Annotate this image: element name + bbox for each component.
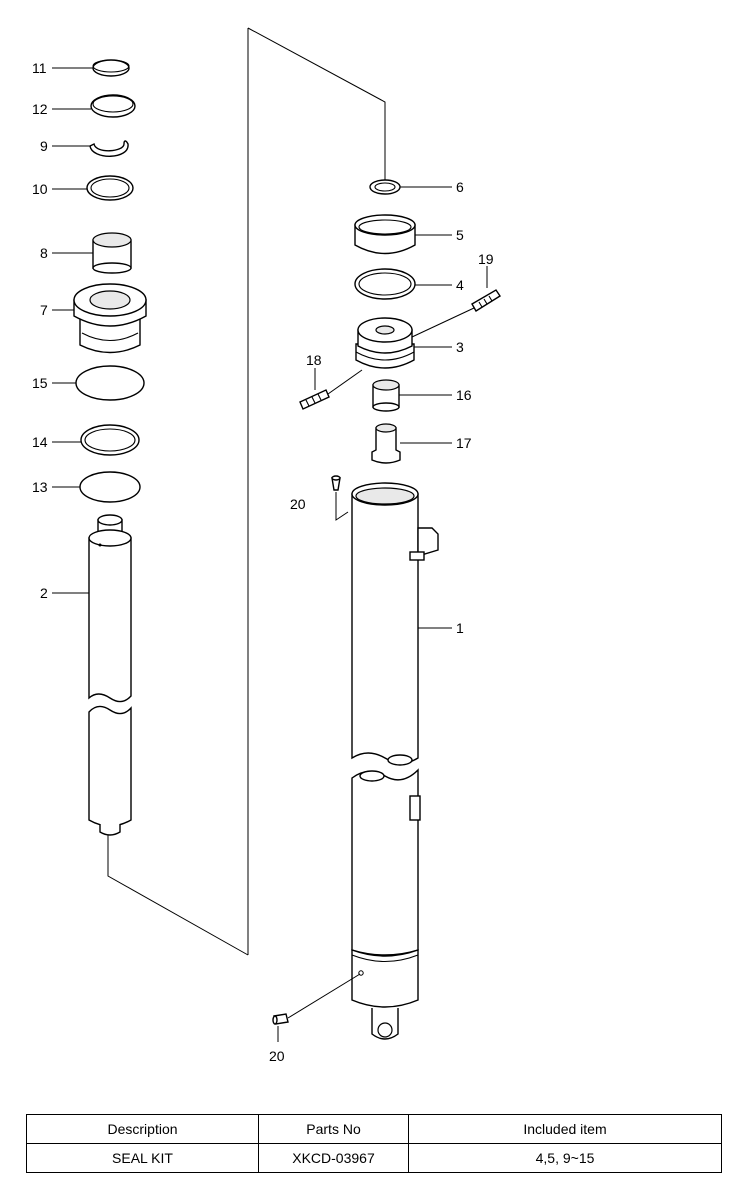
callout-19: 19	[478, 251, 494, 267]
part-19-set-screw	[471, 289, 501, 312]
part-16-collar	[372, 379, 400, 412]
exploded-parts-diagram: 11 12 9 10 8 7 15 14	[32, 27, 501, 1064]
callout-11: 11	[32, 60, 47, 76]
callout-16: 16	[456, 387, 472, 403]
table-header-row: Description Parts No Included item	[26, 1114, 722, 1144]
part-2-plunger	[88, 514, 132, 836]
callout-1: 1	[456, 620, 464, 636]
part-13-o-ring	[79, 471, 141, 503]
callout-10: 10	[32, 181, 48, 197]
part-17-check-valve	[371, 423, 401, 464]
part-11-ring	[92, 59, 130, 77]
callout-7: 7	[40, 302, 48, 318]
header-description: Description	[26, 1114, 259, 1144]
header-parts-no: Parts No	[258, 1114, 409, 1144]
part-20-grease-nipple-upper	[331, 475, 341, 491]
callout-18: 18	[306, 352, 322, 368]
part-3-piston	[355, 317, 415, 369]
part-1-cylinder-tube	[351, 482, 439, 1040]
callout-14: 14	[32, 434, 48, 450]
header-included-item: Included item	[408, 1114, 722, 1144]
part-18-set-screw	[299, 389, 330, 410]
part-9-snap-ring	[89, 140, 129, 157]
callout-12: 12	[32, 101, 48, 117]
cell-parts-no: XKCD-03967	[258, 1143, 409, 1173]
callout-20-upper: 20	[290, 496, 306, 512]
callout-20-lower: 20	[269, 1048, 285, 1064]
callout-4: 4	[456, 277, 464, 293]
table-row: SEAL KIT XKCD-03967 4,5, 9~15	[26, 1143, 722, 1173]
seal-kit-table: Description Parts No Included item SEAL …	[26, 1114, 722, 1173]
part-10-o-ring	[86, 175, 134, 201]
callout-5: 5	[456, 227, 464, 243]
callout-13: 13	[32, 479, 48, 495]
callout-6: 6	[456, 179, 464, 195]
cell-description: SEAL KIT	[26, 1143, 259, 1173]
assembly-guide-line-top	[247, 27, 386, 180]
part-5-wear-ring	[354, 214, 416, 255]
callout-2: 2	[40, 585, 48, 601]
part-7-rod-cover	[73, 283, 147, 354]
callout-3: 3	[456, 339, 464, 355]
callout-9: 9	[40, 138, 48, 154]
callout-15: 15	[32, 375, 48, 391]
part-4-piston-seal	[354, 268, 416, 300]
callout-8: 8	[40, 245, 48, 261]
cell-included-item: 4,5, 9~15	[408, 1143, 722, 1173]
part-6-o-ring	[369, 179, 401, 195]
part-12-retaining-ring	[90, 94, 136, 118]
assembly-guide-line-bottom	[107, 832, 249, 956]
part-20-grease-nipple-lower	[272, 1013, 289, 1025]
callout-17: 17	[456, 435, 472, 451]
part-8-bushing	[92, 232, 132, 274]
part-15-seal	[75, 365, 145, 401]
part-14-back-up-ring	[80, 424, 140, 456]
